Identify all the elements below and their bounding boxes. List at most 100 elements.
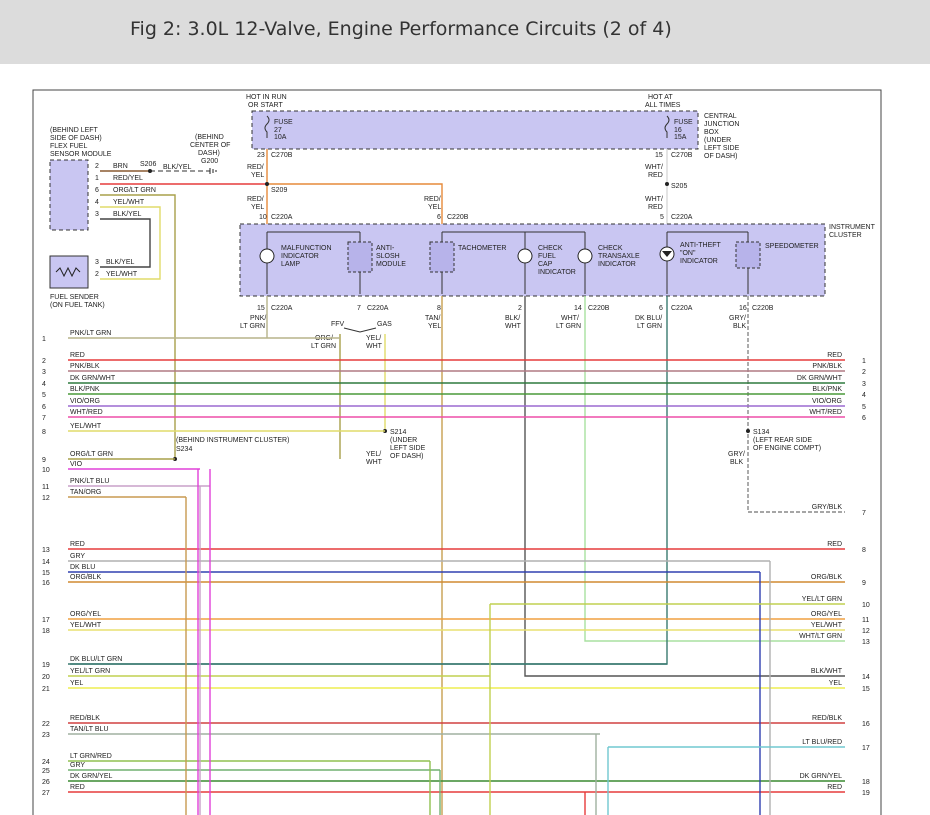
svg-text:(BEHIND: (BEHIND [195, 134, 224, 141]
svg-text:LT GRN: LT GRN [637, 323, 662, 330]
svg-text:6: 6 [95, 187, 99, 194]
instrument-cluster [239, 223, 826, 297]
svg-text:MALFUNCTION: MALFUNCTION [281, 245, 332, 252]
harness-right-label: WHT/RED [809, 409, 842, 416]
svg-text:YEL: YEL [428, 204, 441, 211]
cluster-bottom-pins: 15 C220A 7 C220A 8 2 14 C220B 6 C220A 16… [257, 305, 774, 312]
harness-right-label: BLK/WHT [811, 668, 843, 675]
svg-text:INSTRUMENT: INSTRUMENT [829, 224, 876, 231]
svg-text:C220A: C220A [671, 305, 693, 312]
svg-text:FLEX FUEL: FLEX FUEL [50, 143, 87, 150]
svg-text:DK BLU/: DK BLU/ [635, 315, 662, 322]
svg-text:WHT: WHT [505, 323, 522, 330]
svg-text:LEFT SIDE: LEFT SIDE [704, 145, 740, 152]
svg-text:BLK/YEL: BLK/YEL [113, 211, 142, 218]
svg-text:2: 2 [95, 163, 99, 170]
c270b-left: C270B [271, 152, 293, 159]
harness-right-number: 10 [862, 602, 870, 609]
harness-right-number: 18 [862, 779, 870, 786]
svg-text:CENTRAL: CENTRAL [704, 113, 737, 120]
harness-line-label: LT GRN/RED [70, 753, 112, 760]
harness-line-label: VIO [70, 461, 83, 468]
red-yel-label-1: RED/ YEL [247, 164, 264, 179]
harness-line-number: 27 [42, 790, 50, 797]
harness-line-label: ORG/LT GRN [70, 451, 113, 458]
harness-line-number: 25 [42, 768, 50, 775]
harness-right-label: ORG/BLK [811, 574, 842, 581]
harness-line-number: 1 [42, 336, 46, 343]
harness-line-number: 13 [42, 547, 50, 554]
svg-text:G200: G200 [201, 158, 218, 165]
svg-text:CHECK: CHECK [598, 245, 623, 252]
harness-line-number: 11 [42, 484, 49, 491]
flex-fuel-sensor-module: (BEHIND LEFT SIDE OF DASH) FLEX FUEL SEN… [49, 127, 156, 231]
harness-line-number: 19 [42, 662, 50, 669]
harness-line-label: DK BLU [70, 564, 95, 571]
harness-line-number: 8 [42, 429, 46, 436]
harness-line-number: 20 [42, 674, 50, 681]
svg-text:2: 2 [518, 305, 522, 312]
harness-right-number: 12 [862, 628, 870, 635]
harness-right-number: 17 [862, 745, 870, 752]
svg-text:7: 7 [357, 305, 361, 312]
harness-right-label: GRY/BLK [812, 504, 843, 511]
svg-text:15: 15 [257, 305, 265, 312]
harness-line-label: RED/BLK [70, 715, 100, 722]
page-title: Fig 2: 3.0L 12-Valve, Engine Performance… [130, 18, 672, 40]
svg-text:OF DASH): OF DASH) [704, 153, 737, 160]
harness-right-label: PNK/BLK [812, 363, 842, 370]
svg-text:WHT: WHT [366, 459, 383, 466]
wire-dkblu-ltgrn-v [70, 296, 668, 665]
svg-text:YEL/WHT: YEL/WHT [106, 271, 138, 278]
harness-right-number: 16 [862, 721, 870, 728]
harness-line-label: WHT/RED [70, 409, 103, 416]
wire-wht-ltgrn-v [584, 296, 845, 642]
svg-text:GRY/: GRY/ [728, 451, 745, 458]
svg-text:TRANSAXLE: TRANSAXLE [598, 253, 640, 260]
svg-text:LT GRN: LT GRN [556, 323, 581, 330]
svg-text:RED/YEL: RED/YEL [113, 175, 143, 182]
harness-line-label: PNK/LT GRN [70, 330, 111, 337]
harness-line-number: 10 [42, 467, 50, 474]
harness-right-label: LT BLU/RED [802, 739, 842, 746]
harness-right-label: RED/BLK [812, 715, 842, 722]
svg-text:10A: 10A [274, 134, 287, 141]
svg-text:TACHOMETER: TACHOMETER [458, 245, 506, 252]
harness-line-label: RED [70, 352, 85, 359]
harness-line-number: 23 [42, 732, 50, 739]
hot-at-all-times-label: HOT AT ALL TIMES [645, 94, 681, 109]
svg-text:16: 16 [674, 127, 682, 134]
svg-text:15A: 15A [674, 134, 687, 141]
diagram-frame [32, 89, 882, 815]
svg-text:S214: S214 [390, 429, 406, 436]
harness-line-label: YEL [70, 680, 83, 687]
harness-line-number: 17 [42, 617, 50, 624]
svg-text:YEL: YEL [428, 323, 441, 330]
cluster-top-pins: 10 C220A 6 C220B 5 C220A [259, 214, 693, 221]
harness-right-number: 4 [862, 392, 866, 399]
wire-yel-wht-ffs [100, 206, 161, 280]
svg-text:YEL/WHT: YEL/WHT [113, 199, 145, 206]
harness-line-number: 5 [42, 392, 46, 399]
harness-line-number: 9 [42, 457, 46, 464]
tachometer: TACHOMETER [429, 241, 506, 273]
central-junction-box [251, 110, 699, 150]
svg-text:(ON FUEL TANK): (ON FUEL TANK) [50, 302, 105, 309]
harness-line-label: GRY [70, 762, 85, 769]
svg-text:OF DASH): OF DASH) [390, 453, 423, 460]
wire-blk-yel-sender [100, 218, 151, 268]
svg-text:WHT/: WHT/ [645, 196, 663, 203]
svg-text:S234: S234 [176, 446, 192, 453]
svg-text:INDICATOR: INDICATOR [680, 258, 718, 265]
harness-right-number: 15 [862, 686, 870, 693]
wire-org-ltgrn-ffs [100, 194, 176, 459]
harness-right-number: 19 [862, 790, 870, 797]
svg-text:27: 27 [274, 127, 282, 134]
harness-right-label: RED [827, 784, 842, 791]
harness-line-number: 16 [42, 580, 50, 587]
svg-text:SPEEDOMETER: SPEEDOMETER [765, 243, 819, 250]
harness-right-number: 1 [862, 358, 866, 365]
harness-right-label: YEL/WHT [811, 622, 843, 629]
red-yel-label-2: RED/ YEL [247, 196, 264, 211]
